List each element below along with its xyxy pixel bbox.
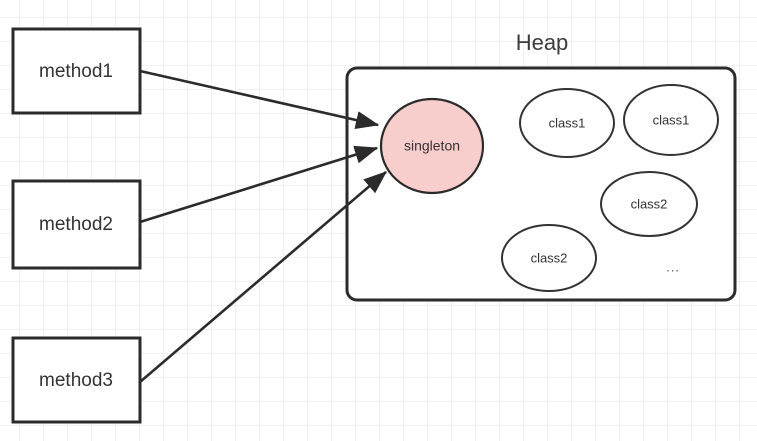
heap-object-class1-b[interactable]: class1 [623, 84, 719, 156]
method3-label: method3 [39, 370, 113, 391]
class1-b-label: class1 [653, 112, 690, 127]
method3-node[interactable]: method3 [11, 336, 142, 424]
heap-object-class1-a[interactable]: class1 [519, 88, 615, 158]
class2-b-ellipse[interactable] [501, 224, 597, 292]
heap-title: Heap [516, 30, 569, 55]
singleton-node[interactable]: singleton [379, 97, 485, 195]
singleton-circle[interactable] [379, 97, 485, 195]
method3-box[interactable] [11, 336, 142, 424]
method1-node[interactable]: method1 [11, 27, 142, 115]
method2-node[interactable]: method2 [11, 179, 142, 270]
connector-method3-to-singleton [139, 171, 387, 383]
singleton-label: singleton [404, 138, 460, 154]
method2-box[interactable] [11, 179, 142, 270]
class2-b-label: class2 [531, 250, 568, 265]
connector-method1-to-singleton [139, 69, 380, 129]
class1-b-ellipse[interactable] [623, 84, 719, 156]
class1-a-label: class1 [549, 115, 586, 130]
class2-a-label: class2 [631, 196, 668, 211]
class1-a-ellipse[interactable] [519, 88, 615, 158]
heap-object-class2-a[interactable]: class2 [600, 171, 698, 237]
method1-label: method1 [39, 61, 113, 82]
heap-object-class2-b[interactable]: class2 [501, 224, 597, 292]
method2-label: method2 [39, 214, 113, 235]
more-objects-ellipsis: ... [666, 259, 680, 274]
connector-method2-to-singleton [139, 145, 379, 224]
class2-a-ellipse[interactable] [600, 171, 698, 237]
method1-box[interactable] [11, 27, 142, 115]
